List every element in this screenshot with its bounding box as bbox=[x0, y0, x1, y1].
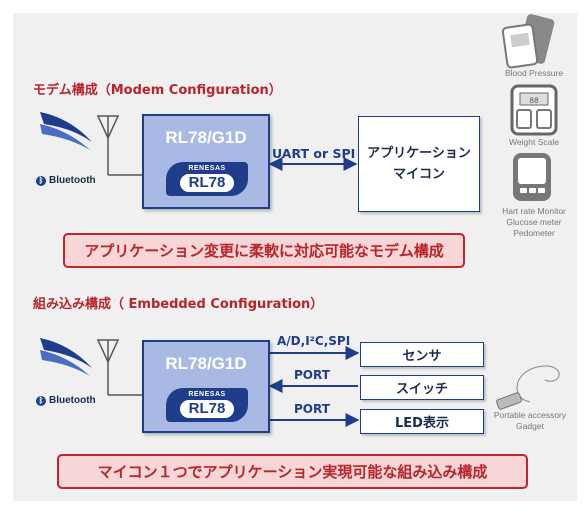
chip-name: RL78/G1D bbox=[165, 354, 247, 373]
hr-caption-line3: Pedometer bbox=[513, 228, 555, 238]
portable-gadget-icon bbox=[496, 365, 560, 410]
hr-caption-line1: Hart rate Monitor bbox=[502, 206, 566, 216]
renesas-rl78-logo: RENESAS RL78 bbox=[166, 162, 248, 196]
hr-caption-line2: Glucose meter bbox=[506, 217, 562, 227]
weight-scale-icon bbox=[510, 84, 558, 136]
uart-spi-label: UART or SPI bbox=[272, 146, 356, 161]
logo-product-text: RL78 bbox=[180, 174, 234, 192]
accessory-caption-line1: Portable accessory bbox=[493, 410, 567, 420]
application-mcu-box: アプリケーション マイコン bbox=[358, 116, 480, 212]
embedded-section-title: 組み込み構成（ Embedded Configuration） bbox=[33, 297, 324, 312]
bluetooth-icon: ᛒ bbox=[36, 175, 46, 186]
bluetooth-logo: ᛒ Bluetooth bbox=[36, 395, 96, 406]
modem-section-title: モデム構成（Modem Configuration） bbox=[33, 83, 282, 98]
bluetooth-label: Bluetooth bbox=[49, 175, 96, 186]
accessory-caption-line2: Gadget bbox=[516, 421, 544, 431]
led-display-box: LED表示 bbox=[360, 409, 484, 434]
wireless-signal-icon bbox=[40, 338, 92, 376]
heart-rate-monitor-icon bbox=[513, 153, 551, 201]
app-box-line1: アプリケーション bbox=[367, 146, 471, 161]
logo-brand-text: RENESAS bbox=[188, 165, 226, 172]
switch-link-label: PORT bbox=[294, 368, 330, 382]
modem-chip: RL78/G1D RENESAS RL78 bbox=[142, 114, 270, 209]
chip-name: RL78/G1D bbox=[165, 128, 247, 147]
modem-banner: アプリケーション変更に柔軟に対応可能なモデム構成 bbox=[63, 233, 465, 268]
bluetooth-label: Bluetooth bbox=[49, 395, 96, 406]
antenna-icon bbox=[96, 115, 142, 176]
logo-product-text: RL78 bbox=[180, 400, 234, 418]
wireless-signal-icon bbox=[40, 112, 92, 150]
bluetooth-logo: ᛒ Bluetooth bbox=[36, 175, 96, 186]
renesas-rl78-logo: RENESAS RL78 bbox=[166, 388, 248, 422]
sensor-link-label: A/D,I²C,SPI bbox=[277, 334, 351, 348]
scale-display-text: 88 bbox=[529, 97, 539, 106]
blood-pressure-caption: Blood Pressure bbox=[504, 68, 564, 78]
weight-scale-caption: Weight Scale bbox=[509, 137, 559, 147]
logo-brand-text: RENESAS bbox=[188, 391, 226, 398]
embedded-chip: RL78/G1D RENESAS RL78 bbox=[142, 340, 270, 433]
led-link-label: PORT bbox=[294, 402, 330, 416]
portable-accessory-caption: Portable accessory Gadget bbox=[475, 410, 585, 432]
app-box-line2: マイコン bbox=[392, 167, 445, 182]
embedded-banner: マイコン１つでアプリケーション実現可能な組み込み構成 bbox=[57, 454, 528, 489]
sensor-box: センサ bbox=[360, 342, 484, 367]
switch-box: スイッチ bbox=[360, 375, 484, 400]
bluetooth-icon: ᛒ bbox=[36, 395, 46, 406]
antenna-icon bbox=[96, 339, 142, 396]
heart-rate-caption: Hart rate Monitor Glucose meter Pedomete… bbox=[479, 206, 588, 239]
blood-pressure-device-icon bbox=[501, 14, 555, 69]
